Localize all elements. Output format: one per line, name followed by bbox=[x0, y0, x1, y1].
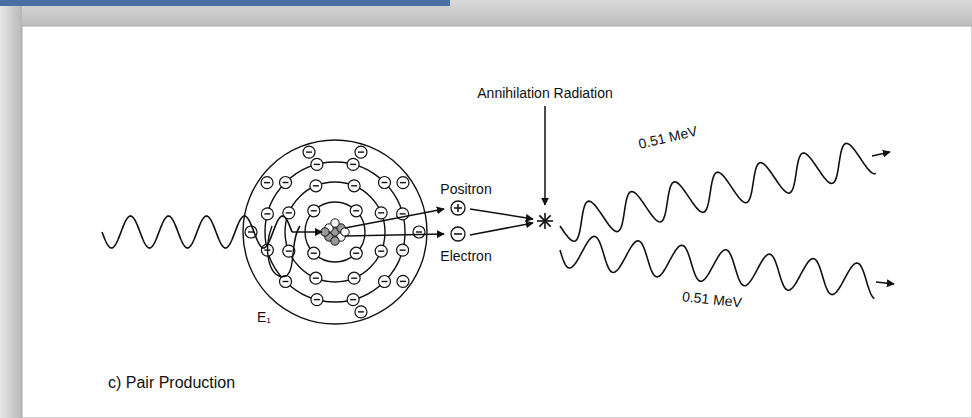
electron-symbol bbox=[310, 272, 322, 284]
orbit bbox=[285, 182, 385, 282]
electron-symbol bbox=[375, 207, 387, 219]
arrow-line bbox=[470, 209, 533, 219]
electron-symbol bbox=[397, 177, 409, 189]
nucleon bbox=[331, 237, 339, 245]
figure-caption: c) Pair Production bbox=[108, 374, 235, 392]
electron-symbol bbox=[355, 306, 367, 318]
electron-symbol bbox=[378, 275, 390, 287]
electron-symbol bbox=[347, 158, 359, 170]
arrow-line bbox=[872, 152, 890, 156]
electron-symbol bbox=[261, 177, 273, 189]
atom bbox=[243, 140, 427, 324]
electron-symbol bbox=[348, 180, 360, 192]
annihilation-photon-wave bbox=[560, 236, 874, 298]
electron-symbol bbox=[311, 158, 323, 170]
arrow-line bbox=[544, 106, 546, 205]
electron-symbol bbox=[261, 208, 273, 220]
electron-symbol bbox=[397, 275, 409, 287]
arrow-line bbox=[292, 231, 322, 233]
arrow-line bbox=[345, 234, 444, 236]
electron-symbol bbox=[303, 146, 315, 158]
electron-symbol bbox=[350, 205, 362, 217]
electron-symbol bbox=[355, 146, 367, 158]
electron-symbol bbox=[413, 226, 425, 238]
annihilation-photon-wave bbox=[560, 143, 876, 241]
arrow-line bbox=[345, 209, 444, 228]
electron-symbol bbox=[397, 244, 409, 256]
electron-symbol bbox=[378, 177, 390, 189]
electron-symbol bbox=[280, 177, 292, 189]
electron-symbol bbox=[347, 294, 359, 306]
electron-symbol bbox=[310, 180, 322, 192]
electron-symbol bbox=[451, 227, 465, 241]
arrow-line bbox=[470, 223, 533, 235]
electron-symbol bbox=[308, 205, 320, 217]
nucleon bbox=[331, 219, 339, 227]
arrow-line bbox=[876, 282, 894, 284]
frame-top bbox=[0, 0, 972, 26]
frame-bar bbox=[0, 0, 450, 6]
nucleon bbox=[321, 228, 329, 236]
nucleon bbox=[341, 228, 349, 236]
process-label: Annihilation Radiation bbox=[477, 86, 612, 101]
particle-label: Positron bbox=[440, 182, 491, 197]
electron-symbol bbox=[348, 272, 360, 284]
electron-symbol bbox=[308, 247, 320, 259]
orbit bbox=[243, 140, 427, 324]
electron-symbol bbox=[311, 294, 323, 306]
positron-symbol bbox=[451, 201, 465, 215]
electron-symbol bbox=[375, 245, 387, 257]
electron-symbol bbox=[350, 247, 362, 259]
rays bbox=[102, 106, 894, 299]
annihilation-star bbox=[539, 215, 550, 226]
shell-label: E₁ bbox=[257, 310, 271, 325]
orbit bbox=[265, 162, 405, 302]
panel bbox=[22, 26, 972, 418]
frame-left bbox=[0, 0, 22, 418]
incoming-photon-wave bbox=[102, 216, 292, 248]
particle-label: Electron bbox=[440, 249, 491, 264]
